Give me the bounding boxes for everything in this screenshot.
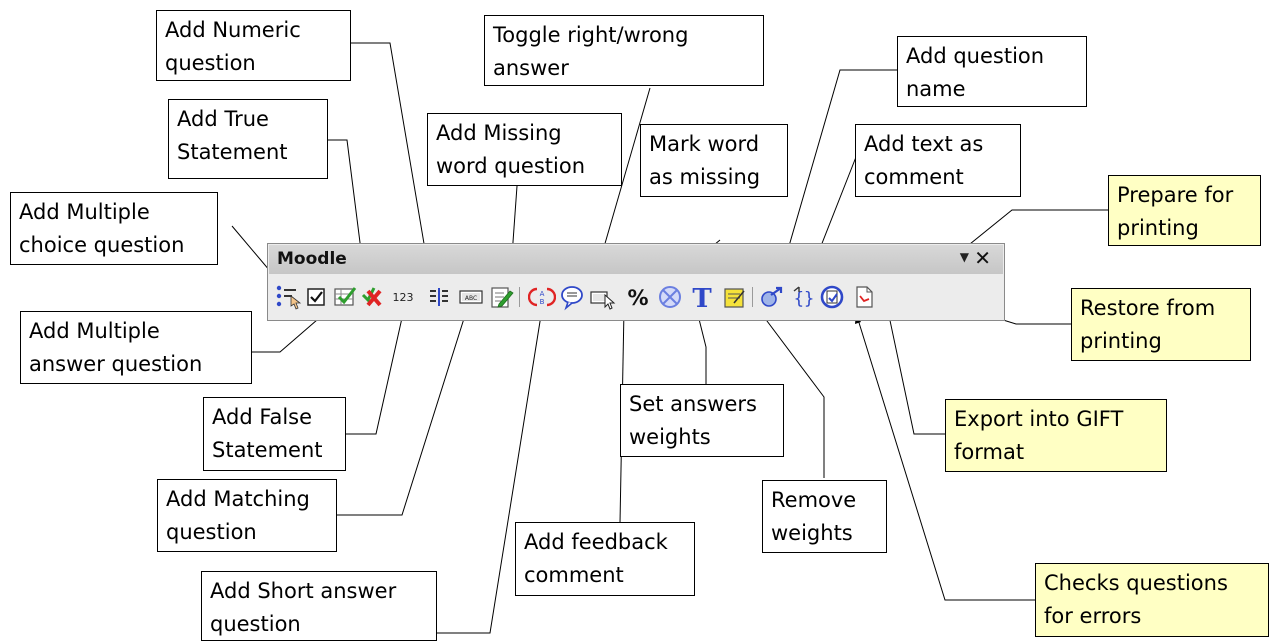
- callout-add-numeric: Add Numeric question: [156, 10, 351, 81]
- mark-missing-icon[interactable]: [588, 283, 616, 311]
- svg-text:A: A: [540, 290, 545, 298]
- leader-line-matching: [336, 308, 468, 516]
- prepare-printing-icon[interactable]: [818, 283, 846, 311]
- leader-line-remove-weights: [757, 308, 825, 478]
- close-icon[interactable]: ✕: [974, 246, 991, 270]
- callout-add-multiple-choice: Add Multiple choice question: [10, 192, 218, 265]
- numeric-icon-label: 123: [393, 291, 414, 304]
- moodle-toolbar: Moodle ▼ ✕: [267, 243, 1005, 321]
- callout-add-multiple-answer: Add Multiple answer question: [20, 311, 252, 384]
- svg-text:B: B: [540, 298, 545, 306]
- check-errors-icon[interactable]: [758, 283, 786, 311]
- numeric-icon[interactable]: 123: [389, 283, 417, 311]
- callout-add-feedback: Add feedback comment: [515, 522, 695, 596]
- multiple-answer-icon[interactable]: [303, 283, 331, 311]
- callout-add-text-comment: Add text as comment: [855, 124, 1021, 197]
- callout-remove-weights: Remove weights: [762, 480, 887, 553]
- leader-line-question-name: [777, 69, 898, 285]
- question-name-icon-label: T: [692, 284, 712, 311]
- svg-text:{}: {}: [794, 289, 814, 309]
- callout-restore-printing: Restore from printing: [1071, 288, 1251, 361]
- question-name-icon[interactable]: T: [688, 283, 716, 311]
- toggle-right-wrong-icon[interactable]: A B: [528, 283, 556, 311]
- callout-export-gift: Export into GIFT format: [945, 399, 1167, 472]
- svg-text:ABC: ABC: [465, 295, 477, 302]
- callout-add-short-answer: Add Short answer question: [201, 571, 437, 641]
- callout-toggle-right-wrong: Toggle right/wrong answer: [484, 15, 764, 86]
- callout-add-matching: Add Matching question: [157, 479, 337, 552]
- true-statement-icon[interactable]: [331, 283, 359, 311]
- answer-weights-icon[interactable]: %: [624, 283, 652, 311]
- leader-line-short-answer: [437, 308, 543, 634]
- toolbar-title-bar[interactable]: Moodle ▼ ✕: [269, 245, 1003, 274]
- callout-prepare-printing: Prepare for printing: [1108, 175, 1261, 246]
- dropdown-arrow-icon[interactable]: ▼: [959, 250, 969, 264]
- toolbar-separator: [519, 287, 520, 307]
- remove-weights-icon[interactable]: [656, 283, 684, 311]
- callout-set-answer-weights: Set answers weights: [620, 384, 784, 457]
- export-gift-icon[interactable]: {}: [790, 283, 818, 311]
- leader-line-multiple-answer: [251, 306, 333, 353]
- feedback-comment-icon[interactable]: [558, 283, 586, 311]
- callout-add-question-name: Add question name: [897, 36, 1087, 107]
- toolbar-title: Moodle: [277, 249, 347, 269]
- leader-line-answer-weights: [696, 310, 707, 385]
- matching-icon[interactable]: [425, 283, 453, 311]
- callout-check-errors: Checks questions for errors: [1035, 563, 1269, 637]
- missing-word-icon[interactable]: ABC: [457, 283, 485, 311]
- callout-mark-word-missing: Mark word as missing: [640, 124, 788, 197]
- percent-icon-label: %: [627, 286, 648, 310]
- callout-add-true-statement: Add True Statement: [168, 99, 328, 179]
- leader-line-numeric: [350, 42, 431, 280]
- leader-line-check-errors: [855, 312, 1036, 601]
- restore-printing-icon[interactable]: [850, 283, 878, 311]
- leader-line-export-gift: [887, 310, 946, 435]
- leader-line-true-statement: [327, 139, 366, 283]
- toolbar-separator: [752, 287, 753, 307]
- false-statement-icon[interactable]: [359, 283, 387, 311]
- leader-line-false-statement: [345, 308, 405, 435]
- short-answer-icon[interactable]: [487, 283, 515, 311]
- text-comment-icon[interactable]: [720, 283, 748, 311]
- callout-add-missing-word: Add Missing word question: [427, 113, 622, 186]
- callout-add-false-statement: Add False Statement: [203, 397, 346, 471]
- multiple-choice-icon[interactable]: [275, 283, 303, 311]
